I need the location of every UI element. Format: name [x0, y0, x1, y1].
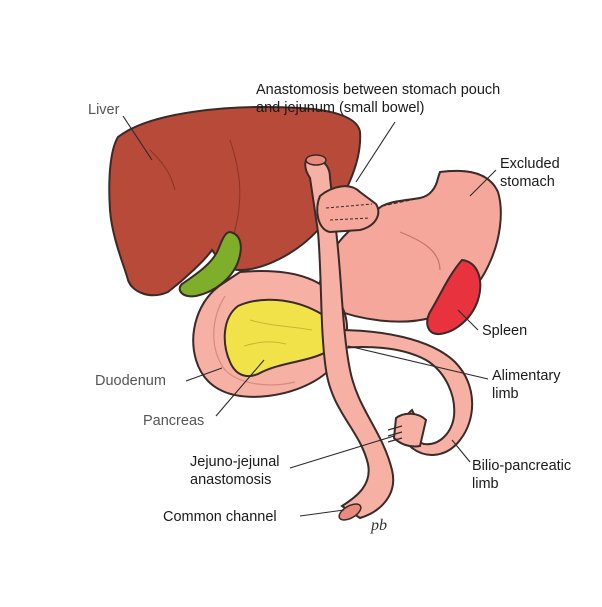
label-anastomosis-line1: Anastomosis between stomach pouch: [256, 82, 500, 98]
label-anastomosis-line2: and jejunum (small bowel): [256, 100, 424, 116]
label-spleen: Spleen: [482, 323, 527, 339]
label-alimentary-limb-line2: limb: [492, 386, 519, 402]
gallbladder-shape: [178, 230, 242, 298]
label-excluded-stomach-line1: Excluded: [500, 156, 560, 172]
label-duodenum: Duodenum: [95, 373, 166, 389]
label-bilio-line2: limb: [472, 476, 499, 492]
common-channel-opening: [338, 503, 362, 521]
label-common-channel: Common channel: [163, 509, 277, 525]
label-bilio-line1: Bilio-pancreatic: [472, 458, 571, 474]
alimentary-limb-opening: [305, 154, 327, 166]
bilio-pancreatic-limb-shape: [336, 328, 474, 456]
label-alimentary-limb-line1: Alimentary: [492, 368, 561, 384]
pancreas-shape: [223, 298, 341, 378]
label-liver: Liver: [88, 102, 120, 118]
artist-signature: pb: [370, 517, 387, 534]
label-pancreas: Pancreas: [143, 413, 204, 429]
liver-shape: [108, 106, 362, 297]
jejuno-loop-end: [392, 412, 428, 448]
label-jejuno-line2: anastomosis: [190, 472, 271, 488]
label-jejuno-line1: Jejuno-jejunal: [190, 454, 279, 470]
stomach-pouch-shape: [316, 185, 380, 234]
spleen-shape: [426, 258, 482, 336]
label-excluded-stomach-line2: stomach: [500, 174, 555, 190]
alimentary-limb-shape: [304, 158, 395, 520]
